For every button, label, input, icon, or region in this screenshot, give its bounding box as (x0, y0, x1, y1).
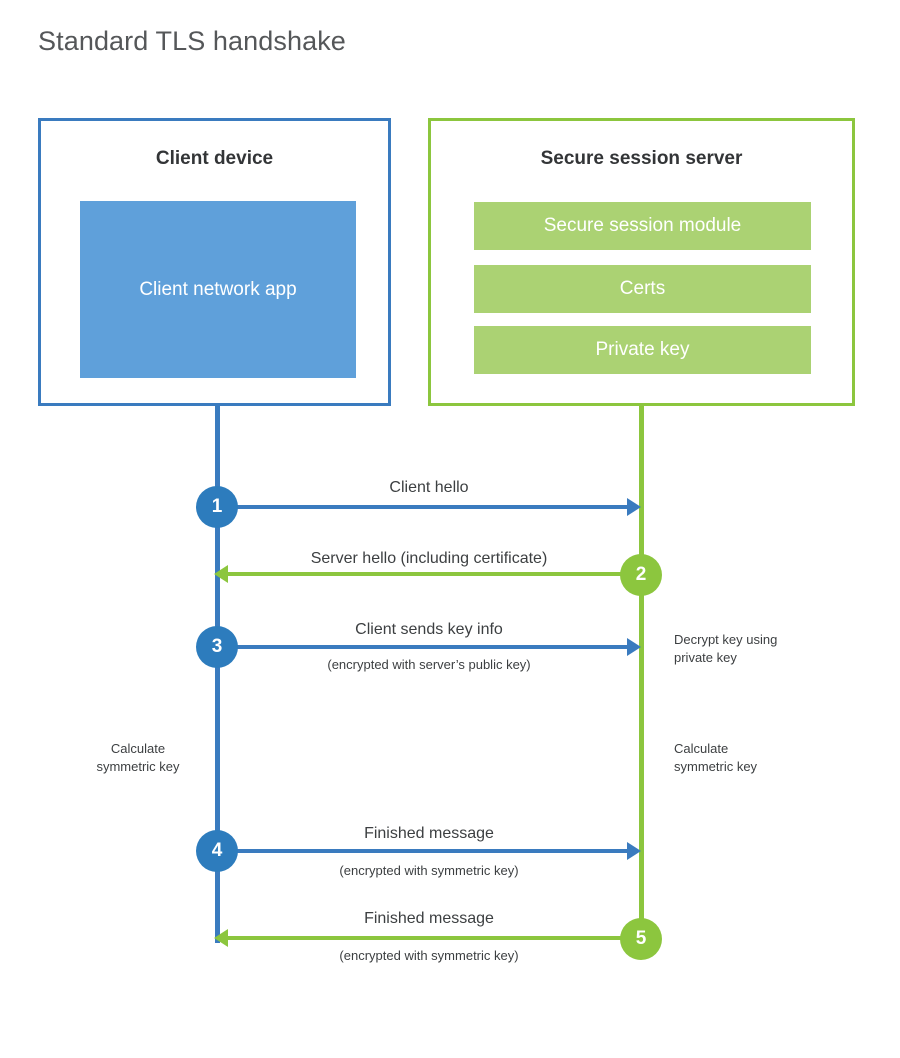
client-device-box: Client device Client network app (38, 118, 391, 406)
client-device-title: Client device (155, 148, 274, 169)
arrow-head-left-icon (214, 565, 228, 583)
server-component-label: Private key (595, 339, 690, 360)
arrow-head-left-icon (214, 929, 228, 947)
note-calculate-symmetric-key-client: Calculate symmetric key (96, 741, 180, 774)
message-arrow-line-3 (217, 645, 629, 649)
step-marker-3: 3 (196, 626, 238, 668)
secure-session-server-title: Secure session server (540, 148, 743, 169)
step-marker-1: 1 (196, 486, 238, 528)
client-lifeline (215, 406, 220, 943)
message-sublabel-3: (encrypted with server’s public key) (327, 657, 531, 672)
step-number-3: 3 (211, 636, 223, 657)
note-decrypt-key: Decrypt key using private key (674, 632, 778, 665)
step-number-1: 1 (211, 496, 223, 517)
step-number-5: 5 (635, 928, 647, 949)
arrow-head-right-icon (627, 498, 641, 516)
page-title: Standard TLS handshake (38, 26, 346, 56)
message-arrow-line-1 (217, 505, 629, 509)
message-arrow-line-4 (217, 849, 629, 853)
note-calculate-symmetric-key-server: Calculate symmetric key (674, 741, 758, 774)
arrow-head-right-icon (627, 842, 641, 860)
server-component-label: Secure session module (543, 215, 742, 236)
arrow-head-right-icon (627, 638, 641, 656)
step-number-2: 2 (635, 564, 647, 585)
server-component-certs: Certs (474, 265, 811, 313)
step-marker-2: 2 (620, 554, 662, 596)
message-arrow-line-2 (228, 572, 641, 576)
client-network-app-label: Client network app (139, 278, 297, 300)
message-label-3: Client sends key info (355, 621, 503, 638)
secure-session-server-box: Secure session server Secure session mod… (428, 118, 855, 406)
message-sublabel-4: (encrypted with symmetric key) (339, 863, 519, 878)
step-marker-4: 4 (196, 830, 238, 872)
step-marker-5: 5 (620, 918, 662, 960)
message-label-2: Server hello (including certificate) (310, 550, 548, 567)
message-label-1: Client hello (389, 479, 469, 496)
message-arrow-line-5 (228, 936, 641, 940)
step-number-4: 4 (211, 840, 223, 861)
server-component-label: Certs (619, 278, 666, 299)
message-label-5: Finished message (364, 910, 494, 927)
message-sublabel-5: (encrypted with symmetric key) (339, 948, 519, 963)
server-lifeline (639, 406, 644, 940)
server-component-secure-session-module: Secure session module (474, 202, 811, 250)
server-component-private-key: Private key (474, 326, 811, 374)
client-network-app-block: Client network app (80, 201, 356, 378)
message-label-4: Finished message (364, 825, 494, 842)
